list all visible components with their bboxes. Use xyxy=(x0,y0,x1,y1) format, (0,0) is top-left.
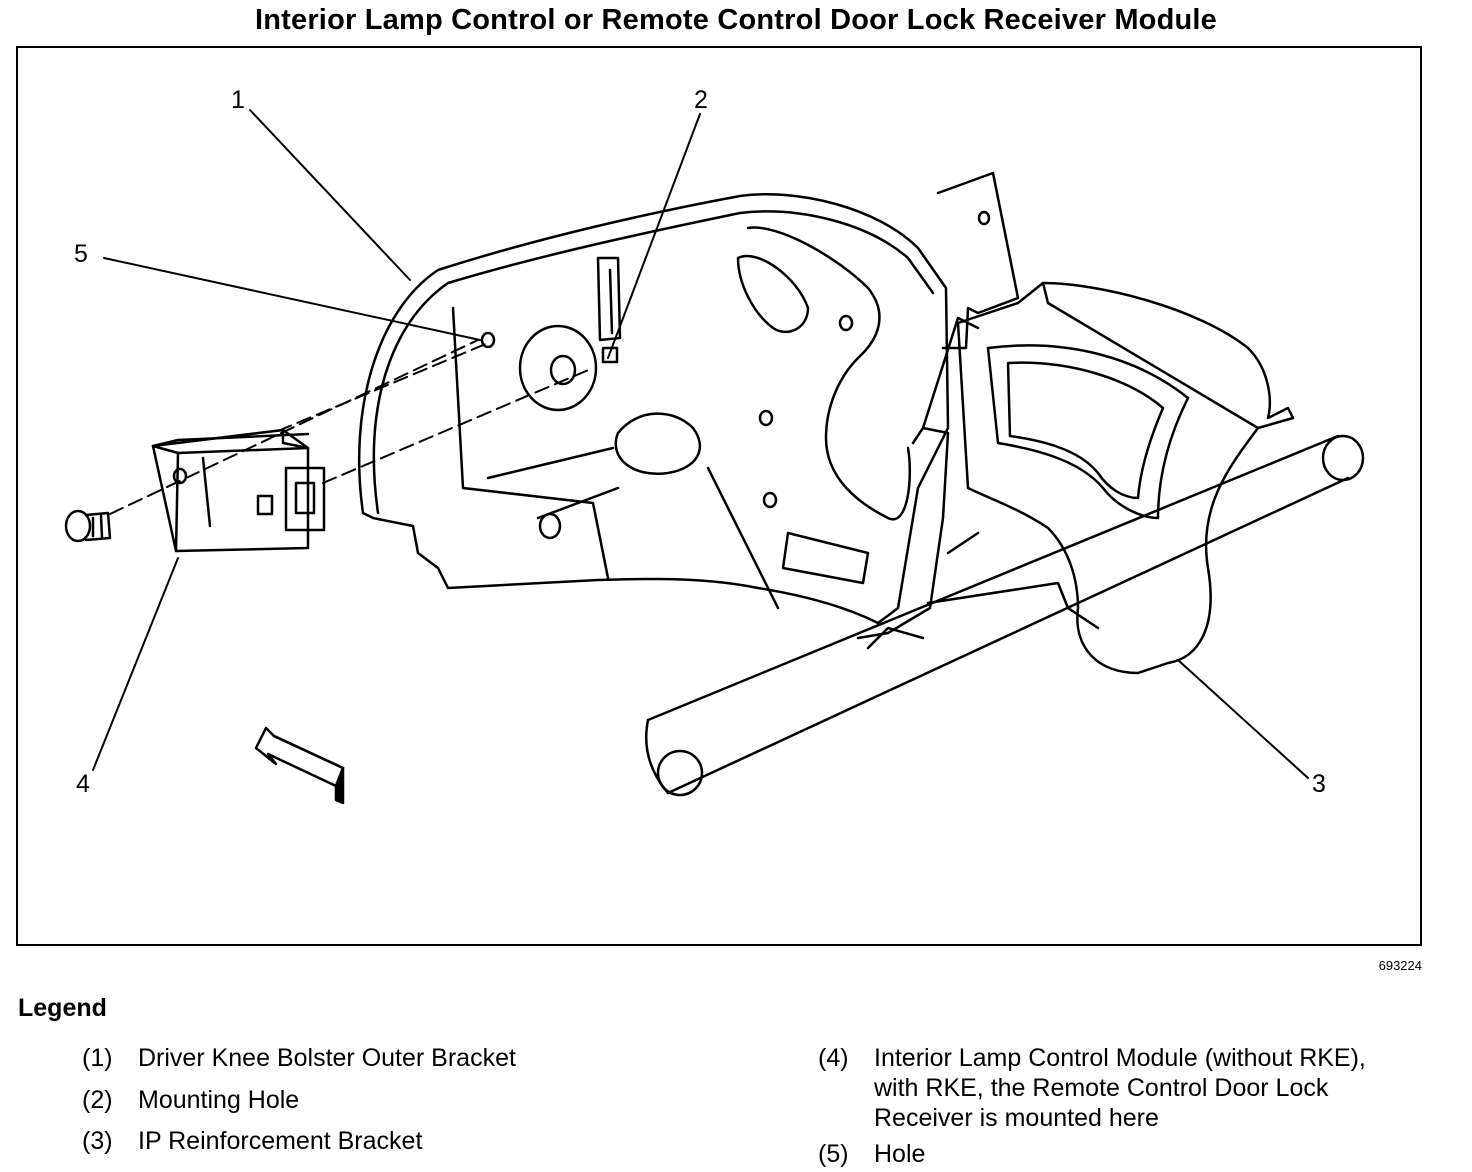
legend-text: Receiver is mounted here xyxy=(874,1104,1159,1132)
legend-num: (5) xyxy=(818,1140,849,1168)
ip-reinforcement-bracket xyxy=(866,281,1295,675)
legend-num: (1) xyxy=(82,1044,113,1072)
legend-title: Legend xyxy=(18,994,107,1022)
knee-bolster-outer-bracket xyxy=(357,193,950,625)
legend-text: IP Reinforcement Bracket xyxy=(138,1127,423,1155)
legend-text: with RKE, the Remote Control Door Lock xyxy=(874,1074,1329,1102)
legend-num: (3) xyxy=(82,1127,113,1155)
legend-text: Driver Knee Bolster Outer Bracket xyxy=(138,1044,516,1072)
legend-text: Mounting Hole xyxy=(138,1086,300,1114)
forward-arrow xyxy=(254,726,345,805)
ip-reinforcement-tube xyxy=(644,434,1365,797)
callout-2: 2 xyxy=(694,86,708,114)
legend-num: (4) xyxy=(818,1044,849,1072)
callout-4: 4 xyxy=(76,770,90,798)
diagram-title: Interior Lamp Control or Remote Control … xyxy=(254,4,1218,36)
leader-lines xyxy=(92,109,1309,779)
diagram-frame: 1 2 5 4 3 xyxy=(16,46,1422,946)
callout-3: 3 xyxy=(1312,770,1326,798)
legend-text: Hole xyxy=(874,1140,926,1168)
legend-num: (2) xyxy=(82,1086,113,1114)
dashed-alignment-lines xyxy=(109,339,594,515)
diagram-illustration xyxy=(64,109,1365,805)
lamp-control-module xyxy=(64,428,326,553)
callout-5: 5 xyxy=(74,240,88,268)
figure-id: 693224 xyxy=(1378,958,1422,973)
callout-1: 1 xyxy=(231,86,245,114)
legend-text: Interior Lamp Control Module (without RK… xyxy=(874,1044,1366,1072)
vertical-strap xyxy=(856,171,1020,640)
